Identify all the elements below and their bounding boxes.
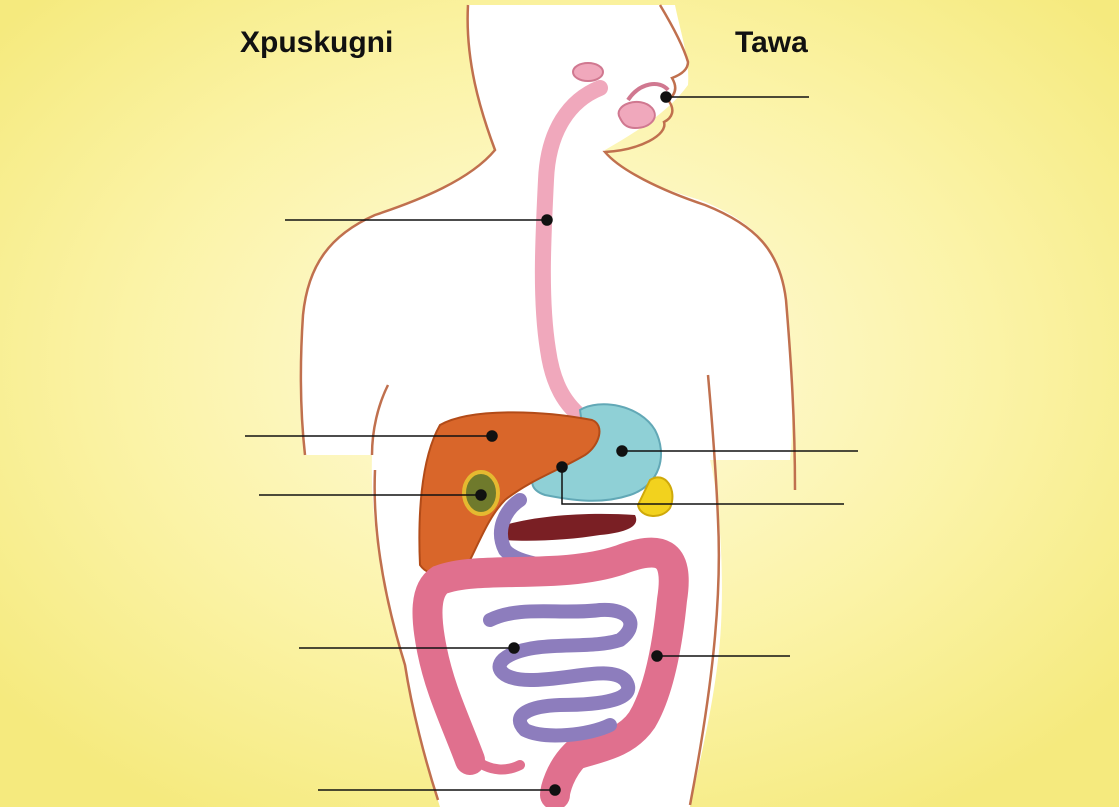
heading-left: Xpuskugni (240, 26, 393, 60)
nasal-cavity (573, 63, 603, 81)
salivary-glands (619, 102, 655, 128)
heading-right: Tawa (735, 26, 808, 60)
